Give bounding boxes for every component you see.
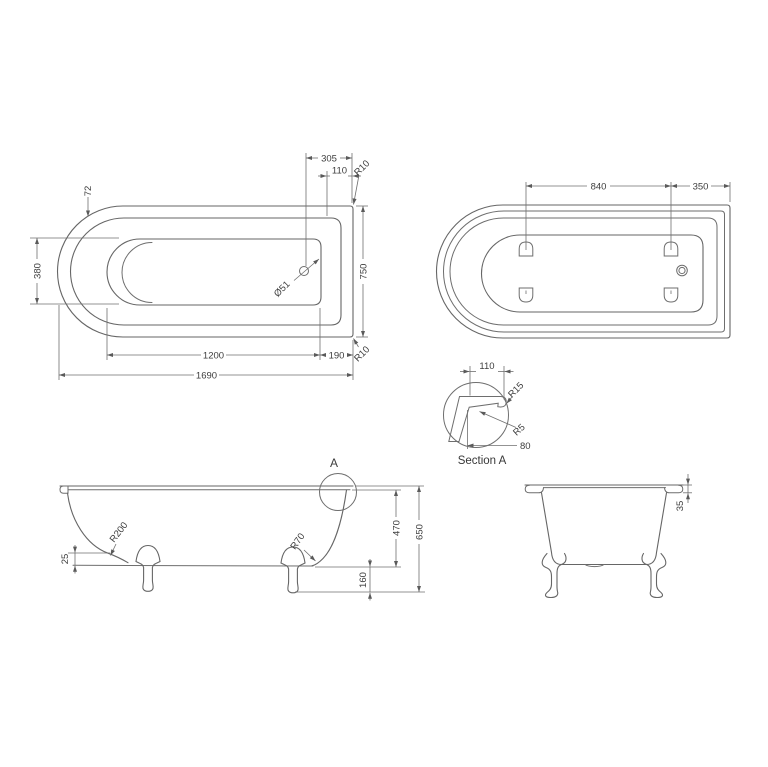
base-radius-value: R200 [108, 520, 131, 545]
plan-drain-hole [299, 266, 309, 276]
base-step-value: 25 [60, 554, 71, 565]
dim-overall-width: 750 [358, 206, 369, 337]
detail-a-label: A [330, 456, 338, 470]
underside-mid-edge [443, 210, 725, 333]
overall-length-value: 1690 [196, 370, 217, 381]
rim-offset-value: 72 [83, 186, 94, 197]
dim-floor-clearance: 160 [358, 559, 372, 601]
end-base [550, 551, 658, 566]
plan-view: 305 110 R10 72 380 750 [30, 153, 372, 381]
dim-rim-to-base: 470 [391, 490, 402, 567]
side-right-wall [311, 489, 348, 567]
drain-to-end-value: 190 [329, 350, 345, 361]
floor-clearance-value: 160 [358, 572, 369, 588]
plan-inner-rim [69, 217, 342, 326]
foot-pad-bottom-left [518, 287, 534, 303]
dim-section-outer-radius: R15 [506, 380, 526, 404]
plan-basin-floor-arc [121, 242, 153, 303]
dim-inner-width: 380 [32, 238, 43, 304]
side-view: A 25 R200 R70 470 [59, 456, 425, 601]
side-rim-left-lip [59, 485, 69, 494]
rim-drop-value: 35 [675, 501, 686, 512]
section-rim-width-bottom-value: 80 [520, 441, 531, 452]
dim-overall-length: 1690 [59, 370, 353, 381]
dim-rim-drop: 35 [675, 474, 690, 512]
dim-section-rim-width-top: 110 [460, 361, 514, 374]
end-rim-left-lip [524, 484, 544, 494]
end-left-wall [540, 492, 553, 554]
inner-length-value: 1200 [203, 350, 224, 361]
side-leg-right [280, 546, 306, 594]
end-rim-right-lip [664, 484, 684, 494]
underside-inner-edge [449, 217, 718, 326]
section-detail: 110 R15 R5 80 Section A [443, 361, 531, 467]
end-base-recess [584, 564, 605, 568]
overall-height-value: 650 [414, 524, 425, 540]
inner-width-value: 380 [32, 263, 43, 279]
feet-spacing-value: 840 [591, 181, 607, 192]
side-base-line [72, 564, 314, 567]
dim-drain-offset-value: 305 [321, 153, 337, 164]
dim-corner-radius-top: R10 [352, 158, 372, 205]
section-inner-radius-value: R5 [511, 422, 527, 438]
dim-rim-to-edge: 110 [318, 165, 361, 178]
dim-corner-radius-bottom: R10 [352, 338, 372, 364]
rim-to-base-value: 470 [391, 520, 402, 536]
detail-a-circle [319, 473, 357, 511]
dim-feet-spacing: 840 [526, 181, 671, 192]
dim-feet-to-end: 350 [671, 181, 730, 192]
section-title: Section A [458, 455, 507, 467]
dim-drain-diameter: Ø51 [272, 258, 320, 299]
underside-outer-edge [436, 204, 731, 339]
corner-radius-bottom-value: R10 [352, 344, 372, 364]
underside-base-panel [480, 234, 704, 313]
dim-section-inner-radius: R5 [479, 411, 528, 438]
section-detail-circle [443, 382, 509, 448]
end-radius-value: R70 [288, 531, 307, 552]
corner-radius-top-value: R10 [352, 158, 372, 178]
plan-outer-rim [57, 205, 354, 338]
side-leg-left [135, 544, 161, 592]
dim-base-radius: R200 [108, 520, 131, 556]
dim-drain-offset: 305 [306, 153, 352, 164]
drain-diameter-value: Ø51 [272, 279, 292, 299]
dim-rim-offset: 72 [83, 186, 94, 217]
dim-drain-to-end: 190 [320, 350, 353, 361]
end-right-wall [655, 492, 668, 554]
underside-drain-outer [676, 264, 688, 277]
dim-inner-length: 1200 [107, 350, 320, 361]
underside-drain-inner [678, 266, 686, 275]
dim-base-step: 25 [60, 545, 77, 574]
dim-rim-to-edge-value: 110 [332, 165, 347, 176]
dim-overall-height: 650 [414, 486, 425, 592]
dim-end-radius: R70 [288, 531, 316, 562]
feet-to-end-value: 350 [693, 181, 709, 192]
dim-section-rim-width-bottom: 80 [467, 441, 531, 452]
end-view: 35 [524, 474, 692, 599]
underside-view: 840 350 [436, 181, 731, 339]
section-rim-width-top-value: 110 [479, 361, 494, 372]
plan-basin-opening [106, 238, 322, 306]
overall-width-value: 750 [358, 264, 369, 280]
foot-pad-bottom-right [663, 287, 679, 303]
section-outer-radius-value: R15 [506, 380, 526, 400]
